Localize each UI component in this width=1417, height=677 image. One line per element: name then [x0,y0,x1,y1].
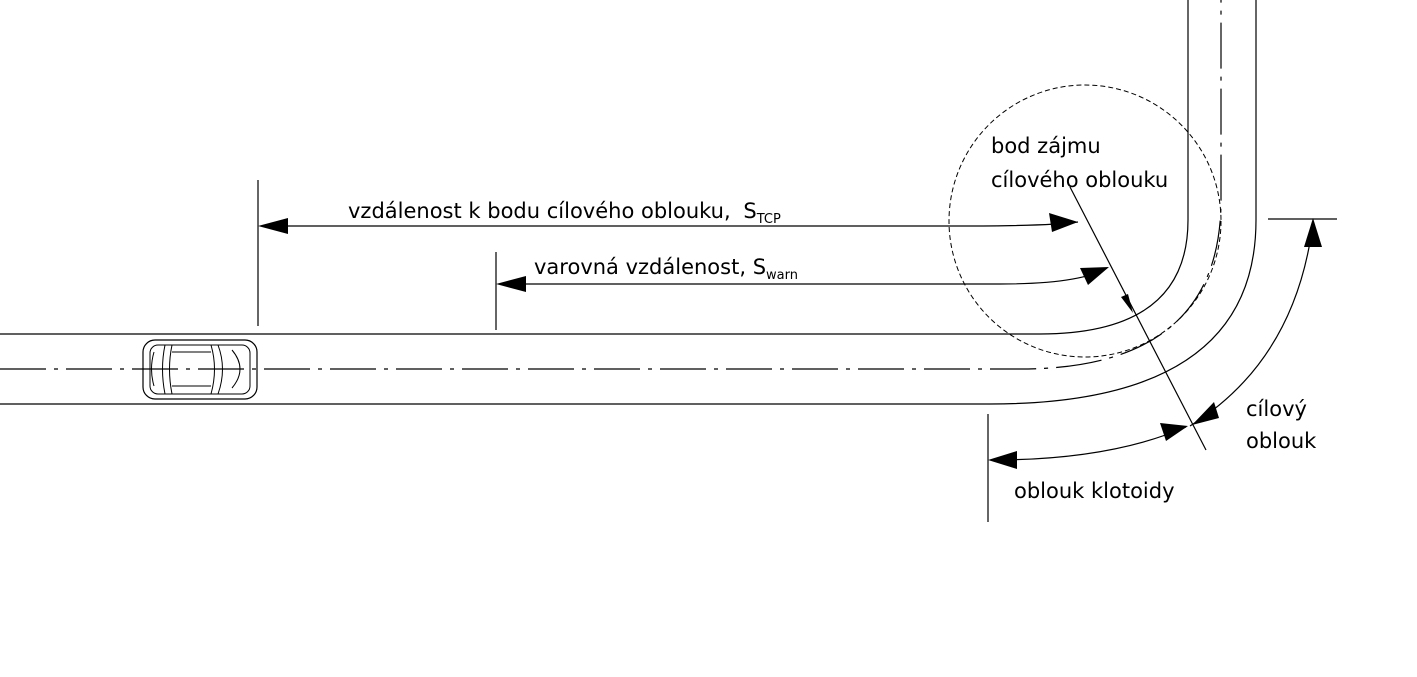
tcp-label: vzdálenost k bodu cílového oblouku, STCP [348,199,781,227]
poi-circle [948,84,1222,358]
car-icon [142,339,258,400]
warn-dimension [496,267,1109,292]
poi-label-line2: cílového oblouku [991,168,1168,192]
poi-label-line1: bod zájmu [991,134,1101,158]
clothoid-label: oblouk klotoidy [1014,479,1175,503]
target-curve-label-line1: cílový [1246,397,1307,421]
road-inner-edge [0,0,1189,335]
radial-line [1069,186,1207,451]
target-curve-label-line2: oblouk [1246,429,1317,453]
poi-arrowhead [1121,294,1133,313]
warn-label: varovná vzdálenost, Swarn [534,255,798,283]
tcp-dimension [258,213,1079,234]
target-curve-dimension [1189,218,1322,427]
clothoid-dimension [988,423,1188,469]
road-outer-edge [0,0,1257,405]
